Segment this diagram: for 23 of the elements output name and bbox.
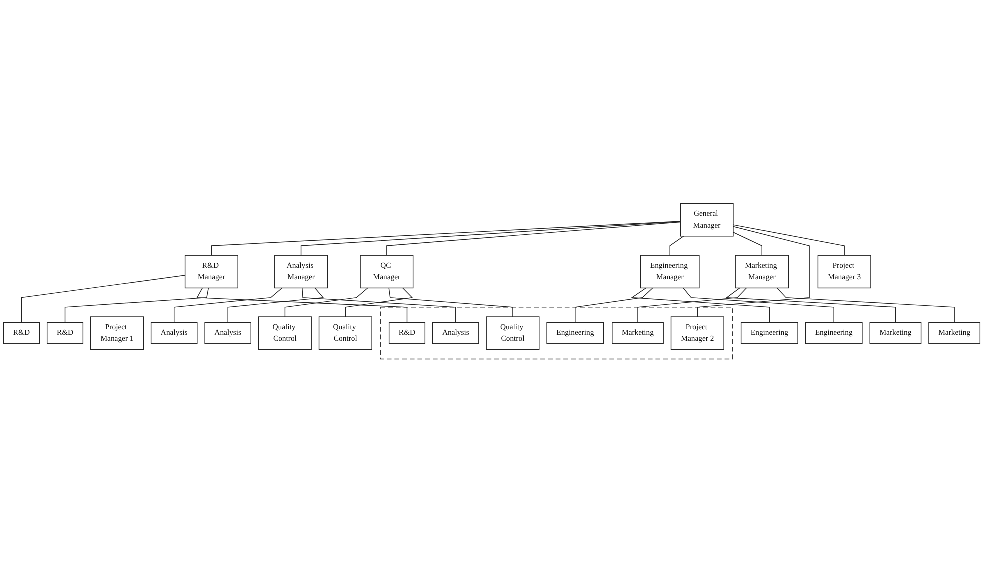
connector bbox=[284, 288, 368, 318]
connector bbox=[196, 288, 408, 324]
connector bbox=[302, 288, 456, 324]
connector bbox=[174, 288, 283, 324]
connector bbox=[631, 288, 770, 324]
connector bbox=[211, 221, 682, 256]
connector bbox=[733, 224, 845, 256]
connector bbox=[638, 288, 747, 324]
connector bbox=[345, 288, 414, 318]
cluster bbox=[380, 307, 734, 360]
connector bbox=[228, 288, 324, 324]
connector bbox=[64, 288, 210, 324]
connector bbox=[300, 221, 682, 256]
connector bbox=[697, 226, 810, 318]
connector bbox=[21, 275, 186, 324]
connector bbox=[683, 288, 834, 324]
connector bbox=[726, 288, 896, 324]
connector bbox=[776, 288, 955, 324]
connector bbox=[733, 232, 762, 256]
connector bbox=[670, 236, 684, 256]
connector bbox=[386, 222, 682, 256]
connector bbox=[575, 288, 654, 324]
connector bbox=[388, 288, 514, 318]
